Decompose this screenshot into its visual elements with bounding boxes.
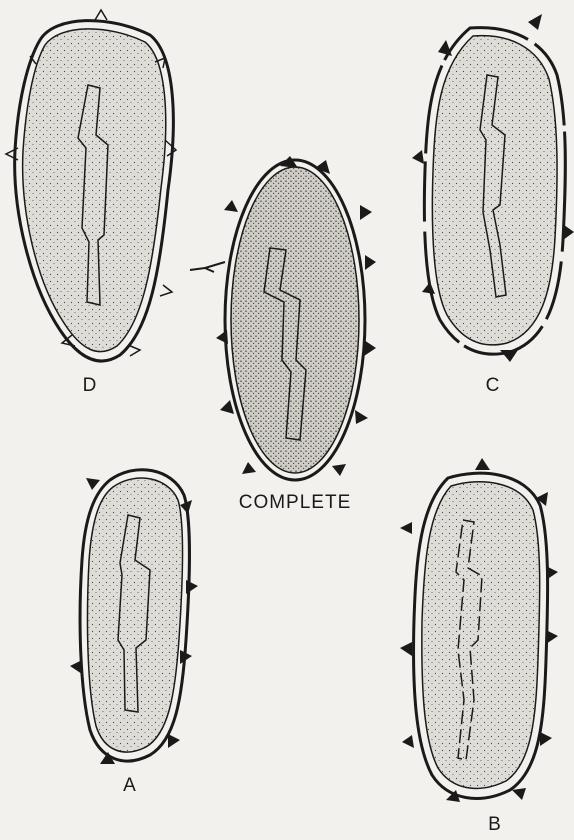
cell-c-spike	[412, 150, 424, 164]
cell-complete-spike	[365, 255, 376, 270]
cell-c-protoplasm	[432, 36, 557, 345]
cell-complete-flagellum	[190, 262, 225, 272]
cell-a-spike	[168, 734, 180, 748]
cell-complete-spike	[364, 340, 376, 356]
cell-complete	[190, 156, 376, 480]
cell-c	[412, 14, 574, 362]
cell-a-spike	[70, 660, 82, 674]
cell-c-spike	[528, 14, 542, 30]
cell-d	[6, 10, 176, 361]
cell-b-spike	[400, 642, 412, 656]
cell-a	[70, 470, 198, 764]
cell-d-spike	[165, 140, 176, 156]
cell-b	[400, 458, 558, 802]
cell-complete-spike	[220, 400, 234, 414]
cell-a-spike	[86, 478, 100, 490]
cell-complete-spike	[242, 462, 256, 474]
cell-b-spike	[540, 732, 552, 746]
label-a: A	[115, 775, 145, 797]
cell-b-protoplasm	[422, 482, 540, 789]
cell-c-spike	[438, 40, 452, 56]
label-b: B	[480, 814, 510, 836]
label-d: D	[75, 375, 105, 397]
label-c: C	[478, 375, 508, 397]
cell-b-spike	[546, 566, 558, 580]
cell-d-spike	[95, 10, 107, 20]
label-complete: COMPLETE	[220, 492, 370, 514]
cell-c-spike	[563, 225, 574, 240]
cell-b-spike	[546, 630, 558, 644]
cell-d-spike	[160, 285, 172, 296]
cell-a-spike	[186, 580, 198, 594]
cell-c-spike	[500, 350, 518, 362]
cell-complete-spike	[332, 464, 346, 476]
cell-b-spike	[512, 788, 526, 800]
cell-b-spike	[536, 492, 548, 506]
cell-b-spike	[475, 458, 490, 470]
cell-complete-protoplasm	[231, 167, 359, 473]
cell-complete-spike	[355, 410, 368, 424]
cell-complete-spike	[216, 330, 228, 344]
cell-b-spike	[402, 735, 414, 748]
cell-complete-spike	[360, 205, 372, 220]
cell-b-spike	[400, 522, 412, 534]
cell-complete-spike	[224, 200, 238, 212]
